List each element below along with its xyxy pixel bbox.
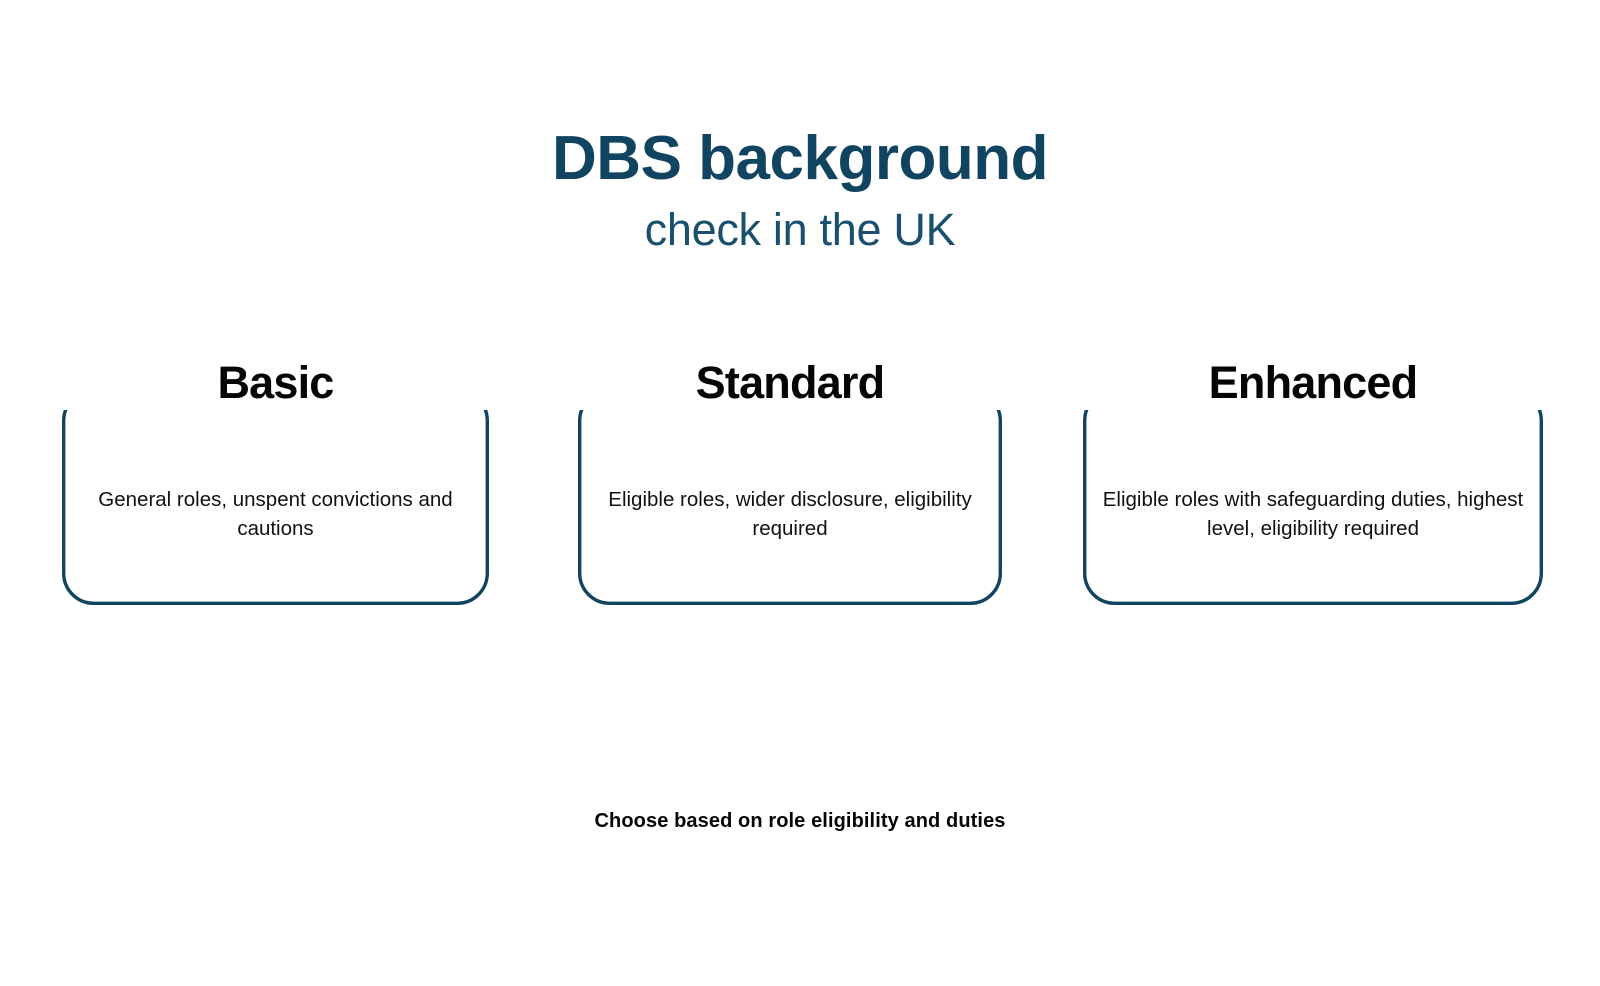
card-description-basic: General roles, unspent convictions and c… [98, 488, 453, 541]
footer-note: Choose based on role eligibility and dut… [594, 810, 1006, 832]
page-subtitle: check in the UK [644, 204, 956, 256]
card-description-standard: Eligible roles, wider disclosure, eligib… [608, 488, 972, 541]
card-title-enhanced: Enhanced [1083, 356, 1543, 410]
card-standard[interactable]: Standard Eligible roles, wider disclosur… [578, 356, 1002, 605]
card-title-basic: Basic [62, 356, 489, 410]
card-description-enhanced: Eligible roles with safeguarding duties,… [1102, 488, 1524, 541]
card-basic[interactable]: Basic General roles, unspent convictions… [62, 356, 489, 605]
card-title-standard: Standard [578, 356, 1002, 410]
page-title: DBS background [552, 124, 1048, 193]
heading-block: DBS background check in the UK [0, 126, 1600, 255]
card-enhanced[interactable]: Enhanced Eligible roles with safeguardin… [1083, 356, 1543, 605]
card-row: Basic General roles, unspent convictions… [62, 356, 1543, 609]
